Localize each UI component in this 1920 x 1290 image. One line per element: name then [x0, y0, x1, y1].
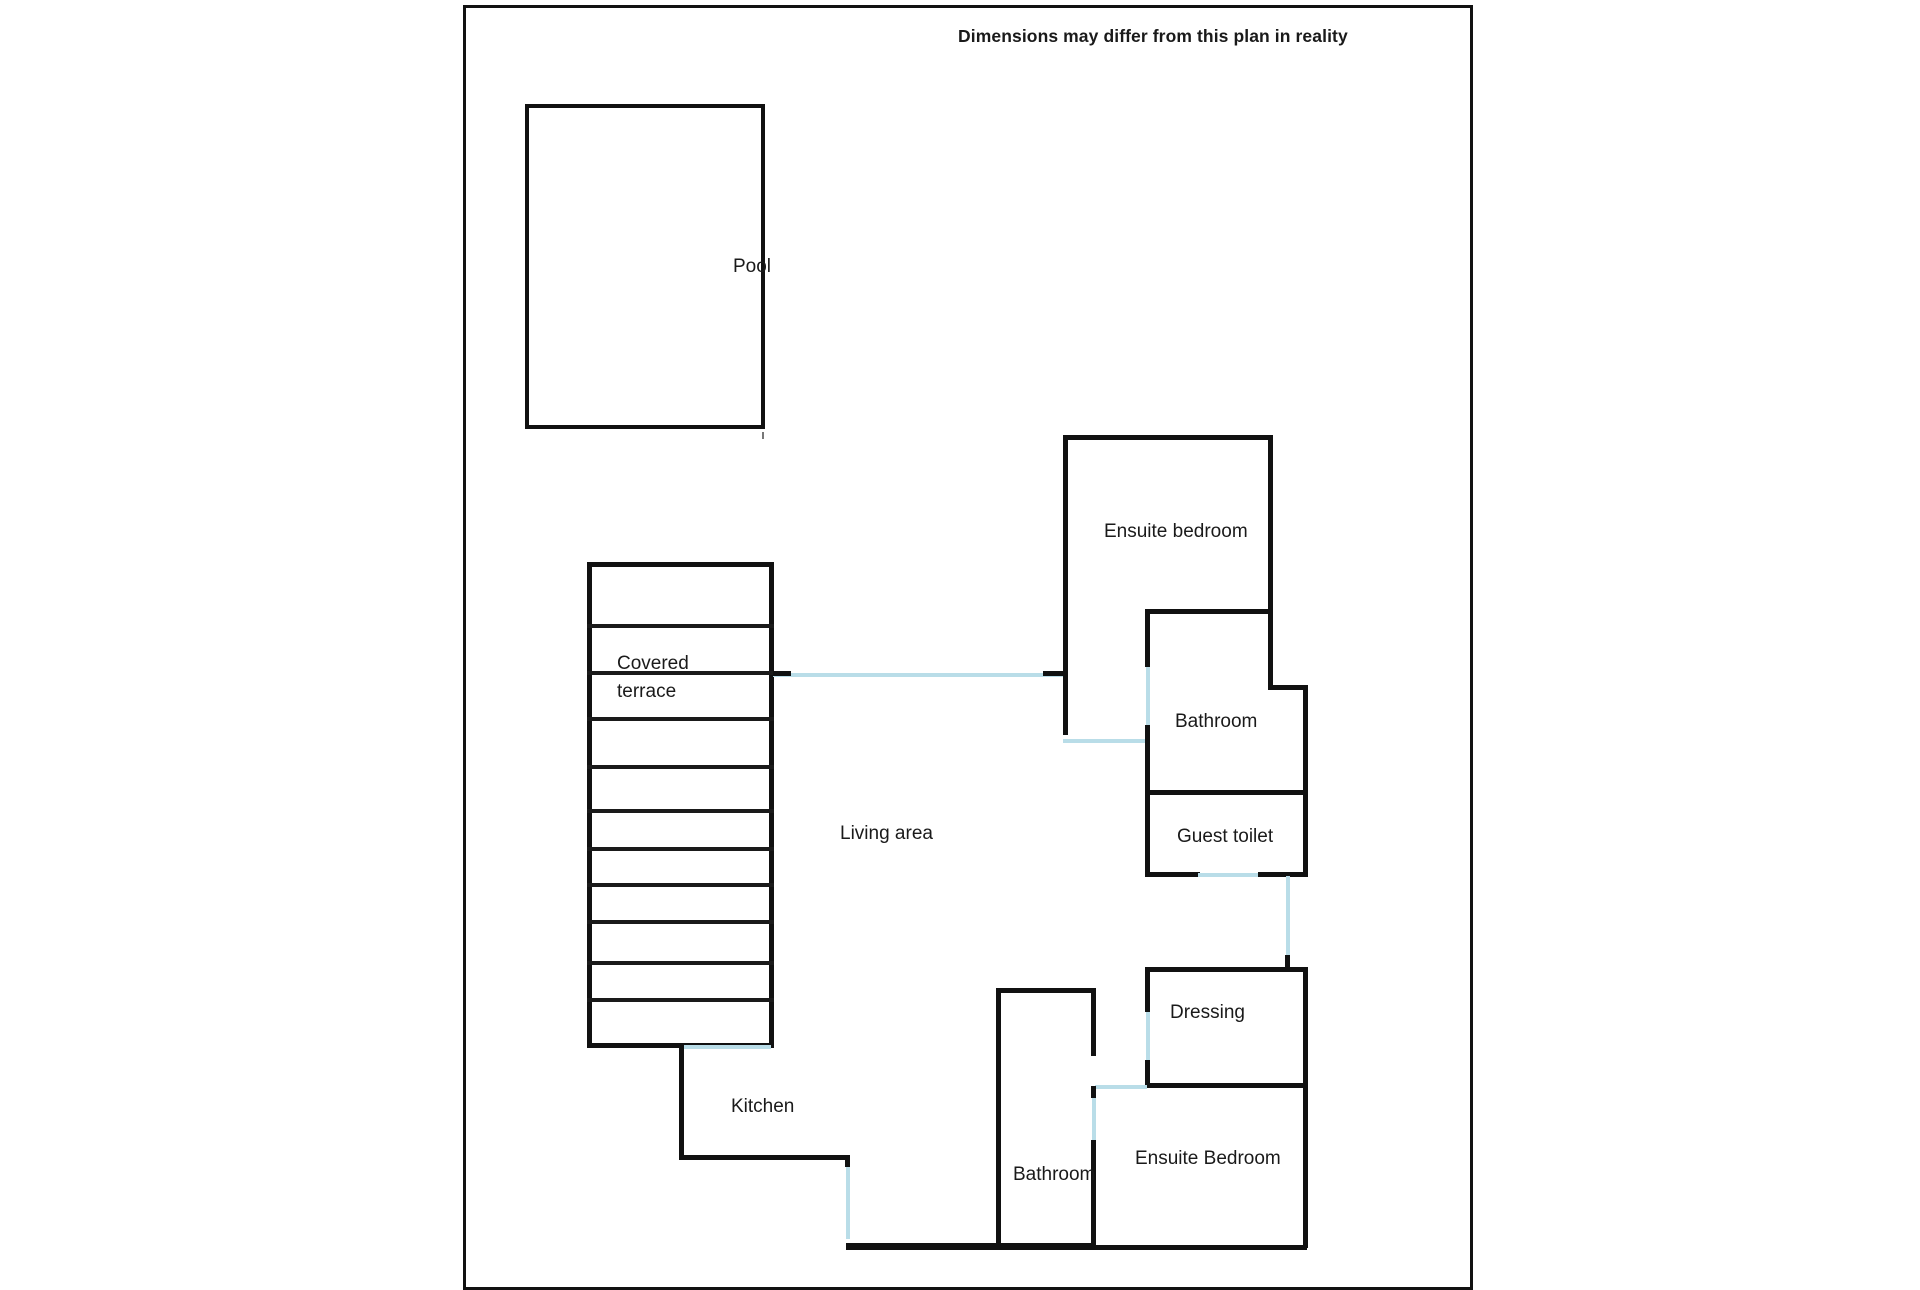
- dressing-wall-left-bottom: [1145, 1060, 1150, 1087]
- bathroom-upper-wall-left-bottom: [1145, 725, 1150, 792]
- dressing-wall-right: [1303, 967, 1308, 1087]
- bathroom-upper-wall-bottom: [1145, 790, 1308, 795]
- room-label-ensuite-bedroom-lower: Ensuite Bedroom: [1135, 1148, 1281, 1169]
- ensuite-lower-wall-right: [1303, 1083, 1308, 1248]
- ensuite-upper-wall-bottom: [1145, 609, 1273, 614]
- room-label-bathroom-lower: Bathroom: [1013, 1164, 1096, 1185]
- room-label-covered-terrace-line1: Covered: [617, 653, 689, 674]
- bathroom-upper-wall-left-top: [1145, 609, 1150, 667]
- terrace-wall-left: [587, 562, 592, 1048]
- room-label-kitchen: Kitchen: [731, 1096, 795, 1117]
- guest-toilet-door-glazing: [1198, 873, 1260, 877]
- dressing-door-glazing: [1146, 1012, 1150, 1060]
- terrace-divider: [587, 847, 774, 851]
- living-area-wall-stub-left: [773, 671, 791, 676]
- pool-tick-mark: [762, 432, 764, 439]
- corridor-wall-stub: [1285, 955, 1290, 971]
- guest-toilet-wall-bottom-left: [1145, 872, 1200, 877]
- ensuite-lower-wall-bottom: [1095, 1245, 1307, 1250]
- kitchen-door-glazing: [846, 1167, 850, 1239]
- dressing-wall-bottom: [1145, 1083, 1308, 1088]
- terrace-divider: [587, 998, 774, 1002]
- bathroom-upper-wall-right-lower: [1303, 685, 1308, 792]
- room-label-guest-toilet: Guest toilet: [1177, 826, 1274, 847]
- terrace-sliding-door-glazing: [683, 1045, 771, 1049]
- bathroom-upper-wall-right-upper: [1268, 609, 1273, 689]
- terrace-divider: [587, 961, 774, 965]
- plan-disclaimer-note: Dimensions may differ from this plan in …: [958, 26, 1348, 46]
- bathroom-upper-wall-jog: [1268, 685, 1308, 690]
- bathroom-upper-window-glazing: [1146, 667, 1150, 725]
- kitchen-wall-bottom-right: [846, 1243, 998, 1250]
- bathroom-lower-wall-bottom: [996, 1243, 1096, 1250]
- ensuite-upper-wall-top: [1063, 435, 1273, 440]
- bathroom-lower-wall-right-bottom: [1091, 1140, 1096, 1247]
- terrace-divider: [587, 920, 774, 924]
- guest-toilet-wall-bottom-right: [1258, 872, 1308, 877]
- bathroom-lower-wall-stub-upper: [1091, 1086, 1096, 1098]
- terrace-divider: [587, 624, 774, 628]
- room-label-covered-terrace: Covered terrace: [617, 650, 689, 706]
- ensuite-upper-wall-left: [1063, 435, 1068, 735]
- room-label-dressing: Dressing: [1170, 1002, 1245, 1023]
- bathroom-lower-door-glazing: [1092, 1093, 1096, 1143]
- ensuite-upper-door-glazing: [1063, 739, 1149, 743]
- ensuite-upper-wall-right: [1268, 435, 1273, 612]
- terrace-divider: [587, 809, 774, 813]
- kitchen-wall-left: [679, 1043, 684, 1160]
- kitchen-wall-corner-stub: [845, 1155, 850, 1167]
- terrace-wall-top: [587, 562, 774, 567]
- bathroom-lower-wall-right-top: [1091, 988, 1096, 1056]
- room-label-living-area: Living area: [840, 823, 933, 844]
- living-area-wall-stub-right: [1043, 671, 1065, 676]
- room-pool-outline: [525, 104, 765, 429]
- guest-toilet-wall-right: [1303, 790, 1308, 876]
- dressing-corridor-glazing: [1095, 1085, 1147, 1089]
- bathroom-lower-wall-left: [996, 988, 1001, 1247]
- dressing-wall-left-top: [1145, 967, 1150, 1012]
- plan-sheet: Dimensions may differ from this plan in …: [463, 5, 1473, 1290]
- room-label-ensuite-bedroom-upper: Ensuite bedroom: [1104, 521, 1248, 542]
- dressing-wall-top: [1145, 967, 1308, 972]
- terrace-divider: [587, 671, 774, 675]
- room-label-pool: Pool: [733, 256, 772, 277]
- kitchen-wall-bottom-left: [679, 1155, 849, 1160]
- room-label-bathroom-upper: Bathroom: [1175, 711, 1258, 732]
- corridor-glazing-vertical: [1286, 876, 1290, 969]
- terrace-divider: [587, 883, 774, 887]
- room-label-covered-terrace-line2: terrace: [617, 681, 677, 702]
- guest-toilet-wall-left: [1145, 790, 1150, 876]
- terrace-divider: [587, 765, 774, 769]
- terrace-wall-right: [769, 562, 774, 1048]
- living-area-glazing-north: [773, 673, 1063, 677]
- bathroom-lower-wall-top: [996, 988, 1096, 993]
- terrace-divider: [587, 717, 774, 721]
